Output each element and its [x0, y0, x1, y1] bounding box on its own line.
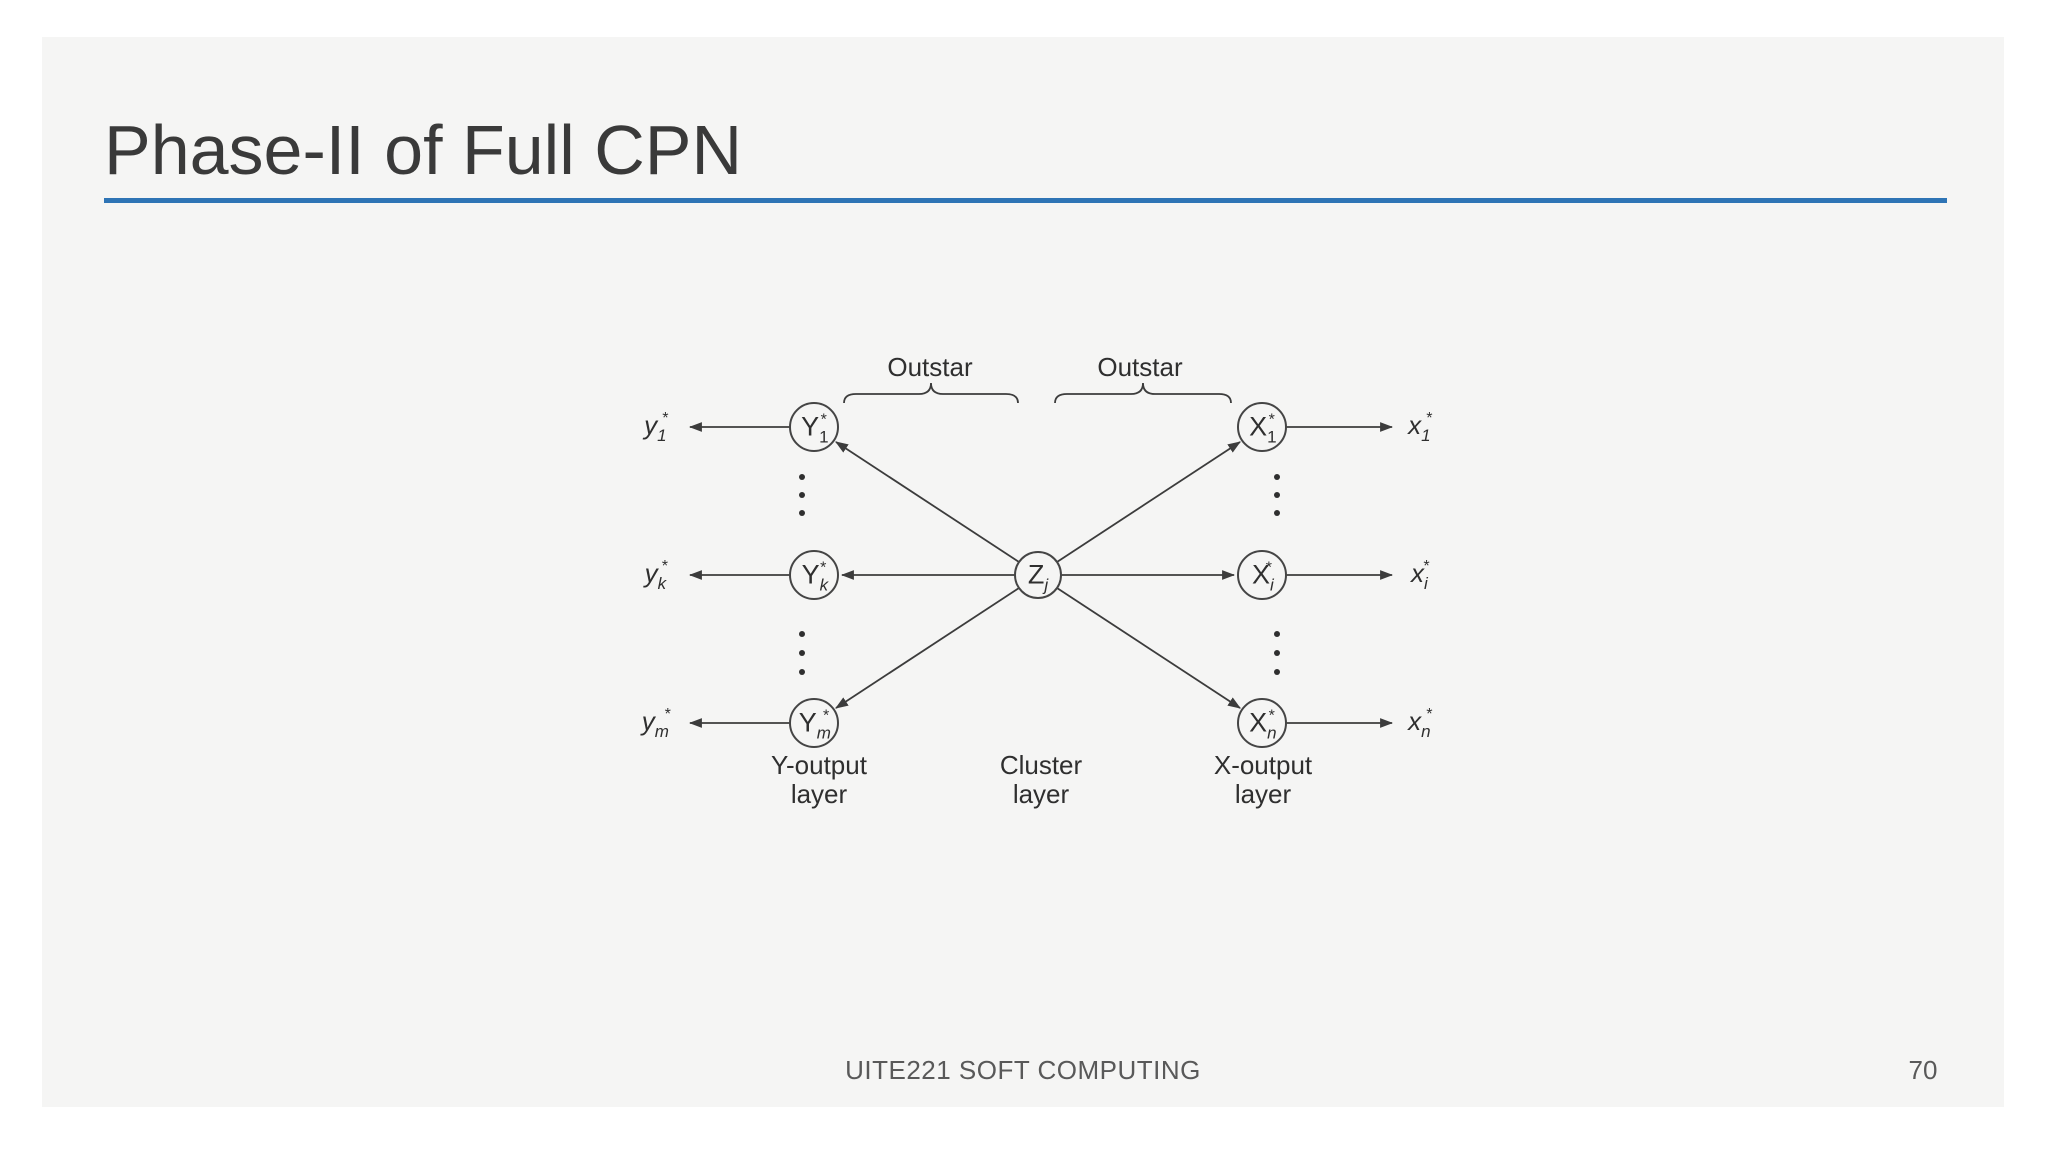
footer-text: UITE221 SOFT COMPUTING	[845, 1055, 1201, 1085]
title-underline	[104, 198, 1947, 203]
arrow-z-to-x1	[1056, 441, 1241, 563]
outstar-braces	[843, 382, 1232, 404]
cpn-diagram-svg	[688, 382, 1394, 748]
node-label-yk: Yk*	[801, 559, 829, 595]
signal-label-y1: y1*	[644, 410, 668, 445]
label-y-output-layer: Y-output layer	[771, 750, 867, 809]
node-circles	[789, 402, 1287, 748]
connector-arrows	[688, 422, 1394, 728]
cpn-network-diagram: Outstar Outstar Y1* Yk* Ym* Zj X1* Xi* X…	[42, 37, 2004, 1107]
node-circle-x1	[1237, 402, 1287, 452]
node-label-xi: Xi*	[1251, 559, 1274, 595]
slide-title: Phase-II of Full CPN	[104, 111, 742, 189]
signal-label-ym: ym*	[641, 706, 671, 741]
arrow-z-to-y1	[835, 441, 1020, 563]
arrow-z-to-xn	[1056, 587, 1241, 709]
node-label-ym: Ym*	[798, 707, 831, 743]
node-circle-ym	[789, 698, 839, 748]
brace-left	[843, 382, 1019, 404]
brace-right	[1054, 382, 1232, 404]
node-label-zj: Zj	[1027, 559, 1049, 595]
signal-label-x1: x1*	[1408, 410, 1432, 445]
label-x-output-layer: X-output layer	[1213, 750, 1313, 809]
node-circle-yk	[789, 550, 839, 600]
node-label-x1: X1*	[1249, 411, 1277, 447]
node-label-y1: Y1*	[801, 411, 829, 447]
slide-canvas: Phase-II of Full CPN	[42, 37, 2004, 1107]
signal-label-xi: xi*	[1410, 558, 1430, 593]
node-circle-xn	[1237, 698, 1287, 748]
arrow-z-to-ym	[835, 587, 1020, 709]
signal-label-xn: xn*	[1408, 706, 1432, 741]
node-circle-zj	[1014, 551, 1062, 599]
ellipsis-dots	[799, 474, 1280, 675]
node-circle-y1	[789, 402, 839, 452]
node-circle-xi	[1237, 550, 1287, 600]
page-number: 70	[1908, 1055, 1938, 1085]
node-label-xn: Xn*	[1249, 707, 1277, 743]
label-cluster-layer: Cluster layer	[999, 750, 1083, 809]
signal-label-yk: yk*	[644, 558, 668, 593]
outstar-label-left: Outstar	[887, 352, 973, 382]
outstar-label-right: Outstar	[1097, 352, 1183, 382]
